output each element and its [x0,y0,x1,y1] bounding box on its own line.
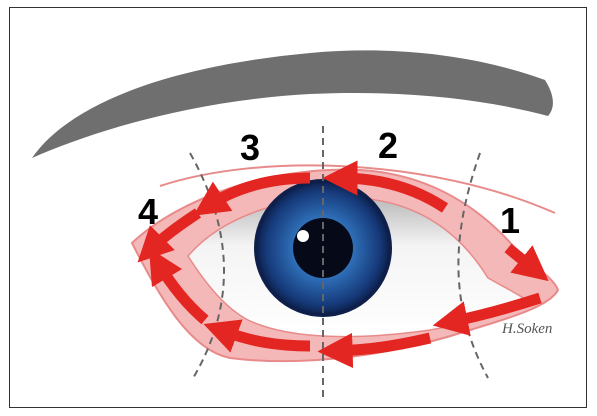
eye-diagram-figure: 1 2 3 4 H.Soken [9,7,587,408]
segment-label-3: 3 [240,127,260,168]
iris-highlight [297,230,309,242]
segment-label-1: 1 [500,200,520,241]
segment-label-2: 2 [378,125,398,166]
eyebrow-shape [32,50,553,158]
segment-label-4: 4 [138,191,158,232]
eye-diagram-svg: 1 2 3 4 H.Soken [10,8,588,409]
artist-signature: H.Soken [501,321,552,337]
